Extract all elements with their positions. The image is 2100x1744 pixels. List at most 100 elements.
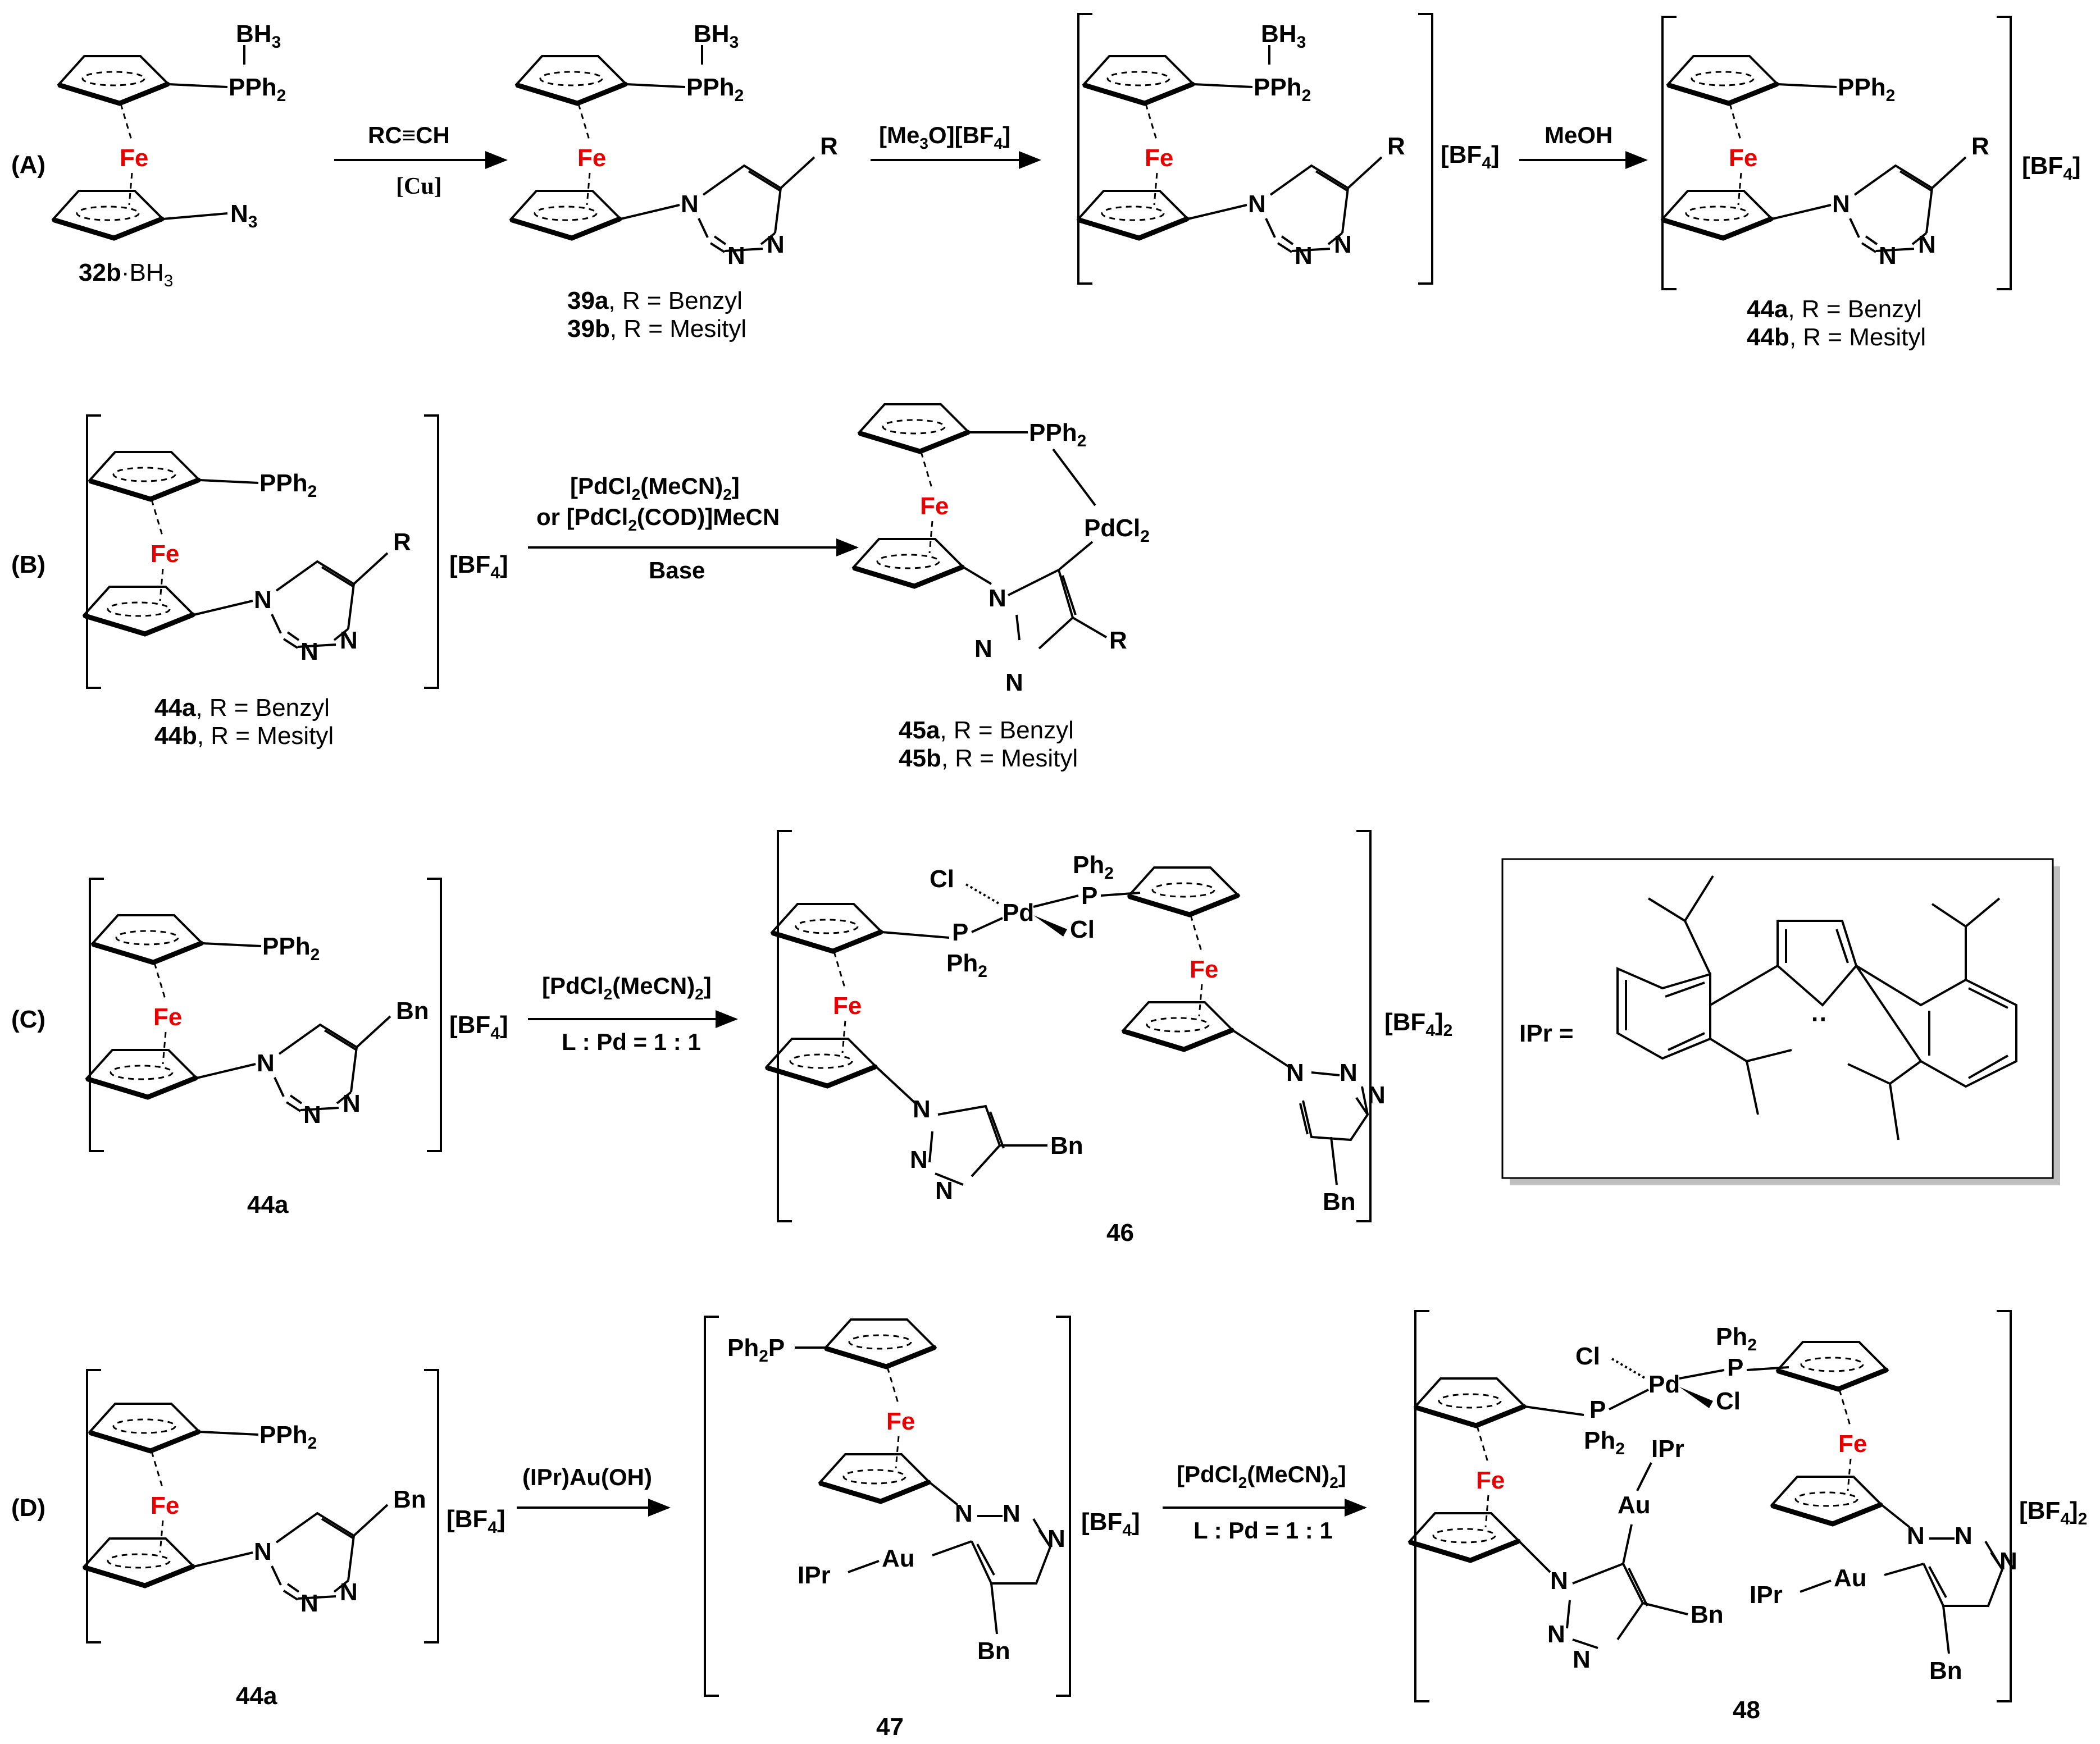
counterion-bf4: [BF4] bbox=[449, 551, 508, 582]
svg-text:N: N bbox=[1295, 242, 1313, 270]
svg-text:N: N bbox=[767, 231, 785, 258]
svg-text:Cl: Cl bbox=[930, 865, 954, 893]
bracket-left bbox=[1077, 13, 1092, 285]
caption-45b: 45b, R = Mesityl bbox=[899, 745, 1078, 772]
counterion-bf4: [BF4] bbox=[449, 1011, 508, 1043]
svg-text:Pd: Pd bbox=[1648, 1371, 1680, 1398]
bracket-right bbox=[1418, 13, 1433, 285]
bracket-right bbox=[427, 878, 442, 1152]
bracket-right bbox=[424, 1369, 439, 1643]
svg-text:N: N bbox=[300, 1590, 318, 1617]
svg-text:N: N bbox=[303, 1101, 321, 1129]
svg-text:N: N bbox=[1573, 1646, 1591, 1673]
reagent-a1-cu: [Cu] bbox=[396, 174, 442, 199]
svg-text:IPr: IPr bbox=[798, 1562, 831, 1589]
svg-text:N: N bbox=[727, 242, 745, 270]
bracket-left bbox=[704, 1316, 719, 1697]
caption-48: 48 bbox=[1733, 1696, 1760, 1724]
svg-text:Bn: Bn bbox=[1691, 1601, 1724, 1628]
svg-text:N: N bbox=[1550, 1567, 1568, 1595]
svg-text:Fe: Fe bbox=[920, 492, 949, 520]
svg-text:Bn: Bn bbox=[1323, 1188, 1356, 1216]
svg-text:Au: Au bbox=[1834, 1564, 1867, 1592]
bracket-left bbox=[777, 830, 792, 1222]
caption-44b: 44b, R = Mesityl bbox=[1747, 323, 1926, 351]
ipr-label: IPr = bbox=[1519, 1020, 1574, 1047]
compound-45: Fe PPh2 PdCl2 N N N R bbox=[854, 404, 1150, 696]
counterion-bf4: [BF4] bbox=[2022, 152, 2081, 184]
svg-text:IPr: IPr bbox=[1750, 1581, 1783, 1609]
compound-48: Pd Cl Cl Ph2 P P Ph2 Fe N N N Bn Au IPr bbox=[1410, 1323, 2017, 1684]
reagent-d2-line1: [PdCl2(MeCN)2] bbox=[1177, 1461, 1346, 1491]
svg-text:Au: Au bbox=[1618, 1491, 1651, 1519]
svg-text:N: N bbox=[1286, 1059, 1304, 1086]
svg-text:Fe: Fe bbox=[153, 1003, 182, 1031]
svg-text:Ph2: Ph2 bbox=[1716, 1323, 1757, 1354]
svg-text:PdCl2: PdCl2 bbox=[1084, 514, 1150, 546]
svg-text:Bn: Bn bbox=[1929, 1657, 1962, 1684]
caption-44b: 44b, R = Mesityl bbox=[154, 722, 334, 750]
svg-text:Fe: Fe bbox=[577, 144, 606, 172]
svg-text:Fe: Fe bbox=[1729, 144, 1757, 172]
svg-text:IPr: IPr bbox=[1651, 1435, 1684, 1463]
bracket-right bbox=[1997, 1310, 2012, 1702]
svg-text:N: N bbox=[254, 586, 272, 614]
svg-text:N: N bbox=[340, 627, 358, 654]
counterion-bf4: [BF4] bbox=[1081, 1508, 1140, 1540]
svg-text:N: N bbox=[1918, 231, 1936, 258]
svg-text:Fe: Fe bbox=[1476, 1467, 1505, 1494]
svg-text:Ph2P: Ph2P bbox=[727, 1334, 785, 1366]
svg-text:R: R bbox=[1387, 133, 1405, 160]
reagent-a2: [Me3O][BF4] bbox=[879, 122, 1010, 152]
svg-text:Fe: Fe bbox=[886, 1408, 915, 1435]
svg-text:Cl: Cl bbox=[1070, 916, 1095, 943]
reagent-b-line2: or [PdCl2(COD)]MeCN bbox=[536, 504, 780, 534]
svg-text:Bn: Bn bbox=[1050, 1132, 1083, 1159]
reagent-d1: (IPr)Au(OH) bbox=[522, 1464, 652, 1490]
svg-text:Fe: Fe bbox=[151, 1492, 179, 1519]
reagent-c-line1: [PdCl2(MeCN)2] bbox=[542, 973, 712, 1003]
compound-39: Fe PPh2 BH3 N N N R bbox=[511, 20, 838, 270]
svg-text:N: N bbox=[1955, 1522, 1973, 1550]
svg-text:Cl: Cl bbox=[1716, 1387, 1741, 1415]
svg-text:N: N bbox=[1003, 1500, 1021, 1527]
reagent-a1-alkyne: RC≡CH bbox=[368, 122, 450, 148]
caption-44a: 44a bbox=[247, 1191, 289, 1218]
bracket-left bbox=[1414, 1310, 1429, 1702]
svg-text:N: N bbox=[1907, 1522, 1925, 1550]
svg-text:R: R bbox=[1971, 133, 1989, 160]
compound-46: Pd Cl Cl Ph2 P P Ph2 Fe N N N Bn Fe bbox=[767, 851, 1386, 1216]
svg-text:Fe: Fe bbox=[1190, 956, 1218, 983]
svg-text:N: N bbox=[1005, 669, 1023, 696]
svg-text:Bn: Bn bbox=[977, 1637, 1010, 1665]
bracket-left bbox=[89, 878, 104, 1152]
svg-text:R: R bbox=[1109, 627, 1127, 654]
svg-text:R: R bbox=[820, 133, 838, 160]
reagent-d2-line2: L : Pd = 1 : 1 bbox=[1194, 1517, 1333, 1544]
caption-44a: 44a, R = Benzyl bbox=[154, 694, 330, 722]
svg-text:N: N bbox=[913, 1095, 931, 1123]
svg-text:Ph2: Ph2 bbox=[946, 949, 987, 981]
svg-text:PPh2: PPh2 bbox=[259, 469, 317, 501]
svg-text:N: N bbox=[1248, 190, 1266, 218]
pph2-group: PPh2 bbox=[229, 74, 286, 105]
svg-text:PPh2: PPh2 bbox=[262, 933, 320, 964]
reagent-b-line3: Base bbox=[649, 557, 705, 583]
svg-text:N: N bbox=[1047, 1525, 1065, 1553]
bracket-right bbox=[1356, 830, 1372, 1222]
svg-text:Bn: Bn bbox=[396, 997, 429, 1025]
compound-methylated-triazolium: Fe PPh2 BH3 N N N R bbox=[1078, 20, 1405, 270]
fe-atom: Fe bbox=[120, 144, 148, 172]
svg-text:N: N bbox=[681, 190, 699, 218]
svg-text:PPh2: PPh2 bbox=[1029, 419, 1086, 450]
svg-text:N: N bbox=[340, 1578, 358, 1606]
svg-text:PPh2: PPh2 bbox=[686, 74, 744, 105]
bracket-right bbox=[424, 414, 439, 689]
label-a: (A) bbox=[11, 151, 45, 179]
carbene-lone-pair: ·· bbox=[1811, 1006, 1828, 1033]
bracket-right bbox=[1056, 1316, 1071, 1697]
svg-text:Fe: Fe bbox=[1838, 1430, 1867, 1458]
compound-44a-c: Fe PPh2 N N N Bn bbox=[87, 915, 429, 1129]
svg-text:N: N bbox=[910, 1146, 928, 1174]
svg-text:N: N bbox=[974, 635, 992, 663]
